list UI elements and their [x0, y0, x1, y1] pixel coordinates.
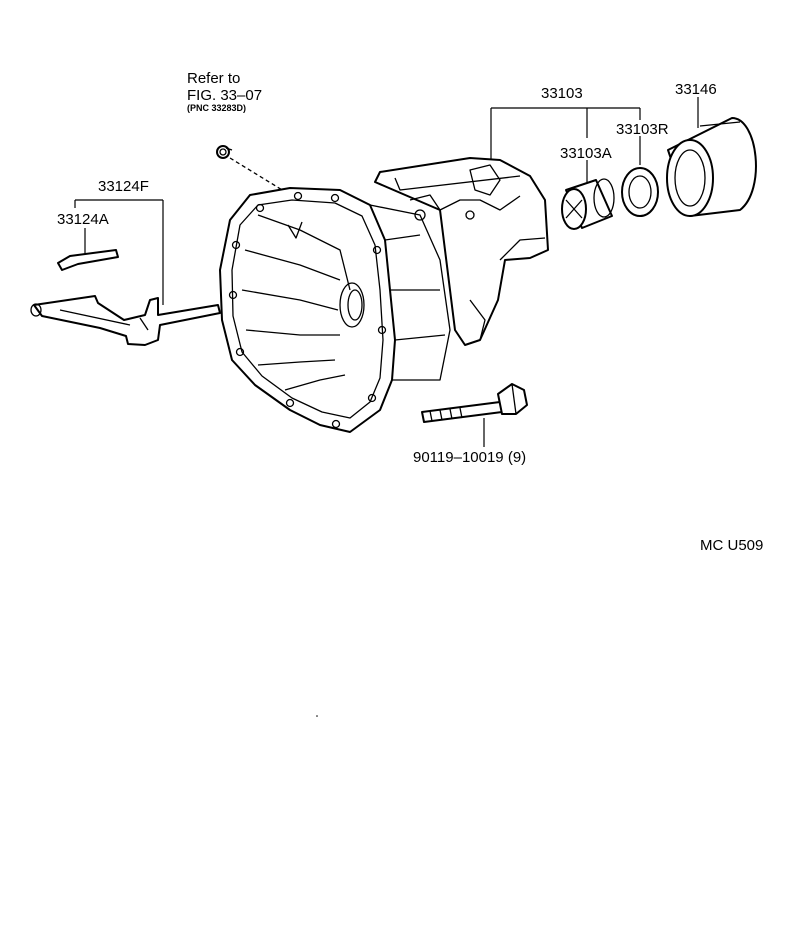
- cover-33146: [666, 117, 757, 217]
- reference-line-2: FIG. 33–07: [187, 87, 262, 104]
- leader-33124F: [74, 199, 164, 305]
- transmission-case: [219, 157, 549, 433]
- shift-fork-33124F: [30, 295, 221, 346]
- bolt-90119: [421, 383, 528, 423]
- leader-33103: [490, 107, 641, 160]
- reference-line-1: Refer to: [187, 70, 240, 87]
- ring-33103R: [621, 167, 659, 217]
- reference-note: Refer to FIG. 33–07 (PNC 33283D): [187, 70, 262, 113]
- seal-33103A: [561, 178, 615, 230]
- label-33103A: 33103A: [560, 145, 612, 162]
- label-bolt: 90119–10019 (9): [413, 449, 526, 466]
- dashed-leader: [229, 157, 293, 197]
- reference-line-3: (PNC 33283D): [187, 103, 246, 113]
- plug-part: [216, 145, 293, 197]
- label-33103R: 33103R: [616, 121, 669, 138]
- label-33124F: 33124F: [98, 178, 149, 195]
- figure-code: MC U509: [700, 537, 763, 554]
- speck: [316, 715, 318, 717]
- label-33103: 33103: [541, 85, 583, 102]
- label-33146: 33146: [675, 81, 717, 98]
- label-33124A: 33124A: [57, 211, 109, 228]
- pin-33124A: [57, 249, 119, 271]
